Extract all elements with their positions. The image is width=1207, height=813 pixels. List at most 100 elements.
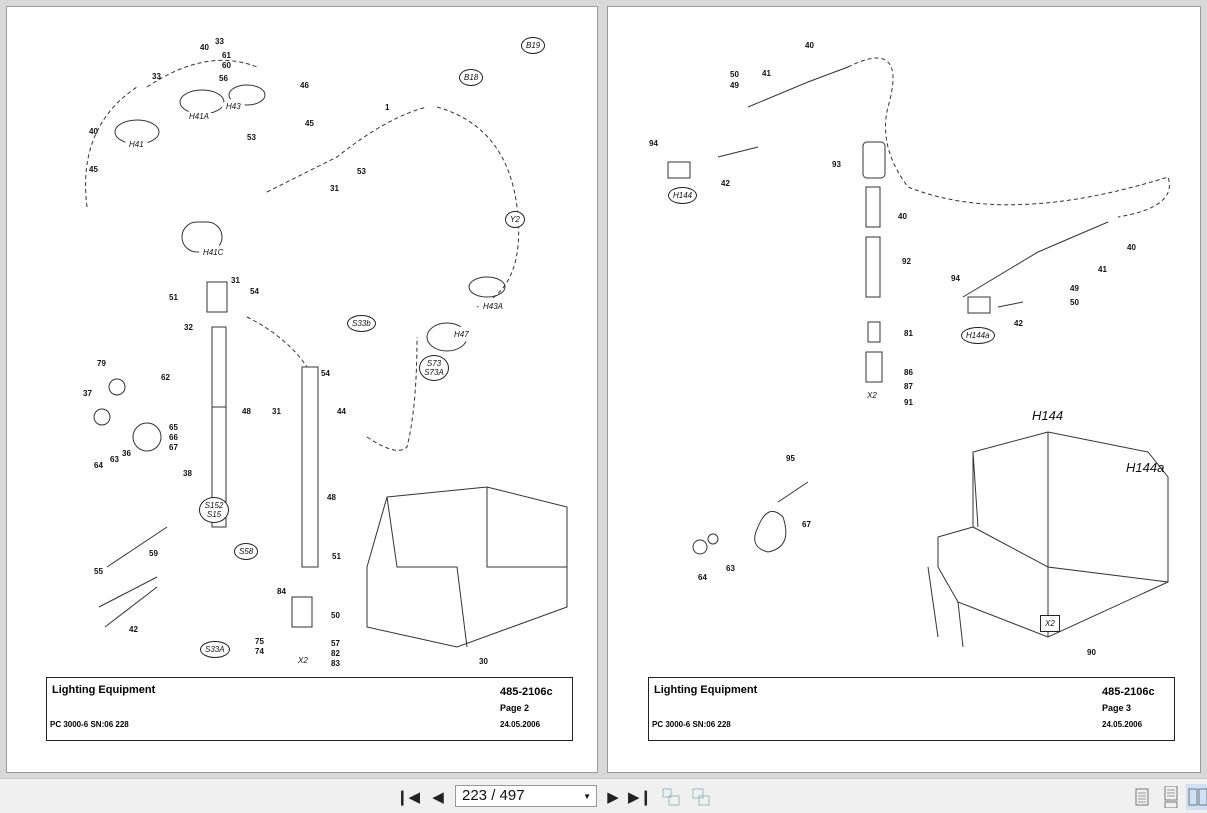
continuous-view-button[interactable] [1159, 784, 1183, 810]
callout: 54 [321, 369, 330, 378]
first-page-button[interactable]: ❙◀ [395, 787, 421, 807]
part-tag: B19 [521, 37, 546, 54]
callout: 87 [904, 382, 913, 391]
part-tag: Y2 [505, 211, 525, 228]
callout: 91 [904, 398, 913, 407]
part-tag: H41A [185, 109, 214, 124]
page-indicator: 223 / 497 [462, 787, 525, 804]
callout: 40 [1127, 243, 1136, 252]
continuous-page-icon [1164, 786, 1178, 808]
next-view-icon [692, 788, 710, 806]
machine-model: PC 3000-6 SN:06 228 [50, 720, 129, 729]
skip-back-icon: ❙◀ [395, 789, 421, 806]
callout: 33 [152, 72, 161, 81]
triangle-left-icon: ◀ [432, 789, 444, 806]
callout: 84 [277, 587, 286, 596]
callout: 33 [215, 37, 224, 46]
callout: 31 [231, 276, 240, 285]
two-page-view-button[interactable] [1186, 784, 1207, 810]
callout: 55 [94, 567, 103, 576]
parts-diagram [667, 57, 1170, 648]
previous-page-button[interactable]: ◀ [428, 787, 448, 807]
callout: 79 [97, 359, 106, 368]
callout: 57 [331, 639, 340, 648]
part-tag: X2 [294, 653, 312, 668]
callout: 42 [129, 625, 138, 634]
callout: 53 [357, 167, 366, 176]
document-date: 24.05.2006 [500, 720, 541, 729]
callout: 54 [250, 287, 259, 296]
callout: 42 [721, 179, 730, 188]
drawing-title: Lighting Equipment [52, 684, 156, 696]
callout: 65 [169, 423, 178, 432]
next-view-button[interactable] [691, 787, 711, 807]
callout: 40 [89, 127, 98, 136]
callout: 60 [222, 61, 231, 70]
document-number: 485-2106c [500, 686, 553, 698]
callout: 40 [898, 212, 907, 221]
callout: 81 [904, 329, 913, 338]
single-page-icon [1135, 788, 1149, 806]
callout: 86 [904, 368, 913, 377]
skip-forward-icon: ▶❙ [627, 789, 653, 806]
callout: 94 [951, 274, 960, 283]
parts-diagram [85, 59, 568, 648]
callout: 31 [272, 407, 281, 416]
callout: 32 [184, 323, 193, 332]
callout: 37 [83, 389, 92, 398]
callout: 64 [94, 461, 103, 470]
part-tag: H144 [668, 187, 698, 204]
single-page-view-button[interactable] [1130, 784, 1154, 810]
callout: 49 [1070, 284, 1079, 293]
callout: 59 [149, 549, 158, 558]
callout: 82 [331, 649, 340, 658]
callout: 48 [327, 493, 336, 502]
callout: 1 [385, 103, 390, 112]
drawing-title: Lighting Equipment [654, 684, 758, 696]
title-block: Lighting Equipment PC 3000-6 SN:06 228 4… [46, 677, 573, 741]
callout: 45 [89, 165, 98, 174]
callout: 44 [337, 407, 346, 416]
callout: 50 [730, 70, 739, 79]
machine-model: PC 3000-6 SN:06 228 [652, 720, 731, 729]
callout: 53 [247, 133, 256, 142]
callout: 38 [183, 469, 192, 478]
navigation-toolbar: ❙◀ ◀ 223 / 497▼ ▶ ▶❙ [0, 778, 1207, 813]
part-tag: S152 S15 [199, 497, 229, 523]
part-tag: B18 [459, 69, 484, 86]
callout: 48 [242, 407, 251, 416]
callout: 66 [169, 433, 178, 442]
part-tag: H43A [479, 299, 508, 314]
previous-view-button[interactable] [661, 787, 681, 807]
callout: 41 [1098, 265, 1107, 274]
callout: 40 [200, 43, 209, 52]
callout: 67 [802, 520, 811, 529]
callout: 95 [786, 454, 795, 463]
callout: 83 [331, 659, 340, 668]
page-number: Page 2 [500, 703, 530, 713]
location-tag: H144a [1126, 460, 1165, 475]
callout: 51 [332, 552, 341, 561]
callout: 61 [222, 51, 231, 60]
callout: 50 [331, 611, 340, 620]
callout: 75 [255, 637, 264, 646]
title-block: Lighting Equipment PC 3000-6 SN:06 228 4… [648, 677, 1175, 741]
callout: 63 [726, 564, 735, 573]
page-selector[interactable]: 223 / 497▼ [455, 785, 597, 807]
part-tag: H41 [125, 137, 148, 152]
callout: 50 [1070, 298, 1079, 307]
document-date: 24.05.2006 [1102, 720, 1143, 729]
callout: 30 [479, 657, 488, 666]
callout: 45 [305, 119, 314, 128]
page-number: Page 3 [1102, 703, 1132, 713]
callout: 93 [832, 160, 841, 169]
part-tag: X2 [1040, 615, 1060, 632]
callout: 42 [1014, 319, 1023, 328]
callout: 63 [110, 455, 119, 464]
next-page-button[interactable]: ▶ [603, 787, 623, 807]
callout: 90 [1087, 648, 1096, 657]
location-tag: H144 [1032, 408, 1064, 423]
callout: 40 [805, 41, 814, 50]
triangle-right-icon: ▶ [607, 789, 619, 806]
last-page-button[interactable]: ▶❙ [627, 787, 653, 807]
